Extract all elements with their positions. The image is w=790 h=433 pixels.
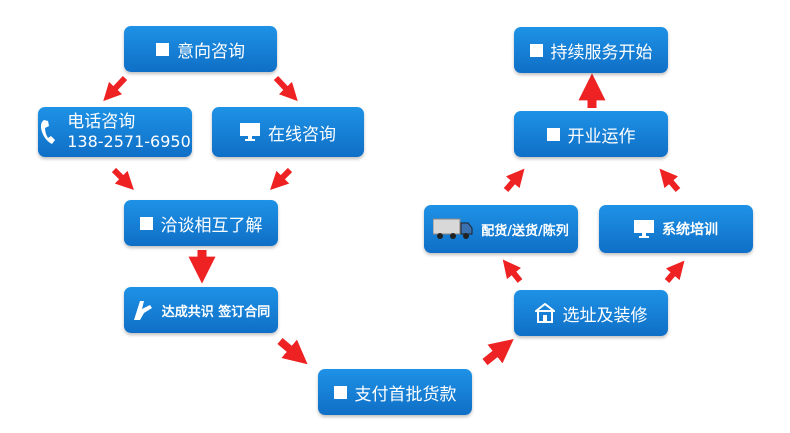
arrow-inquiry-to-phone <box>103 75 128 102</box>
node-service-label: 持续服务开始 <box>550 42 653 63</box>
arrow-payment-to-site <box>482 339 514 366</box>
node-inquiry: 意向咨询 <box>124 26 277 72</box>
node-consensus-label: 达成共识 签订合同 <box>161 304 271 320</box>
node-online-label: 在线咨询 <box>268 124 336 145</box>
monitor-icon <box>634 220 654 238</box>
node-inquiry-label: 意向咨询 <box>177 41 245 62</box>
node-service: 持续服务开始 <box>514 27 668 73</box>
node-site: 选址及装修 <box>514 290 668 336</box>
monitor-icon <box>240 123 260 141</box>
node-opening-label: 开业运作 <box>567 126 636 147</box>
node-training-label: 系统培训 <box>662 222 718 238</box>
node-payment-label: 支付首批货款 <box>354 384 457 405</box>
node-negotiate: 洽谈相互了解 <box>124 200 278 246</box>
arrow-consensus-to-payment <box>277 337 308 365</box>
square-icon <box>156 42 169 56</box>
node-site-label: 选址及装修 <box>562 305 648 326</box>
node-phone-number: 138-2571-6950 <box>67 132 191 151</box>
square-icon <box>546 127 560 141</box>
handshake-icon <box>132 299 154 321</box>
node-consensus: 达成共识 签订合同 <box>124 287 278 333</box>
node-payment: 支付首批货款 <box>318 369 472 415</box>
arrow-online-to-negotiate <box>270 167 293 190</box>
node-phone: 电话咨询 138-2571-6950 <box>38 107 192 157</box>
square-icon <box>529 43 543 57</box>
store-icon <box>534 303 555 323</box>
arrow-phone-to-negotiate <box>111 167 134 190</box>
phone-icon <box>39 119 59 145</box>
arrow-site-to-training <box>664 260 685 283</box>
node-delivery: 配货/送货/陈列 <box>424 205 578 253</box>
node-delivery-label: 配货/送货/陈列 <box>481 223 569 239</box>
arrow-delivery-to-opening <box>503 168 525 192</box>
node-online: 在线咨询 <box>212 107 364 157</box>
node-phone-title: 电话咨询 <box>67 112 136 132</box>
square-icon <box>139 216 153 230</box>
arrow-site-to-delivery <box>502 259 523 283</box>
node-negotiate-label: 洽谈相互了解 <box>160 215 263 236</box>
square-icon <box>333 385 347 399</box>
node-training: 系统培训 <box>599 205 753 253</box>
arrow-inquiry-to-online <box>273 75 298 102</box>
truck-icon <box>433 218 473 240</box>
arrow-training-to-opening <box>659 168 681 192</box>
node-opening: 开业运作 <box>514 111 668 157</box>
